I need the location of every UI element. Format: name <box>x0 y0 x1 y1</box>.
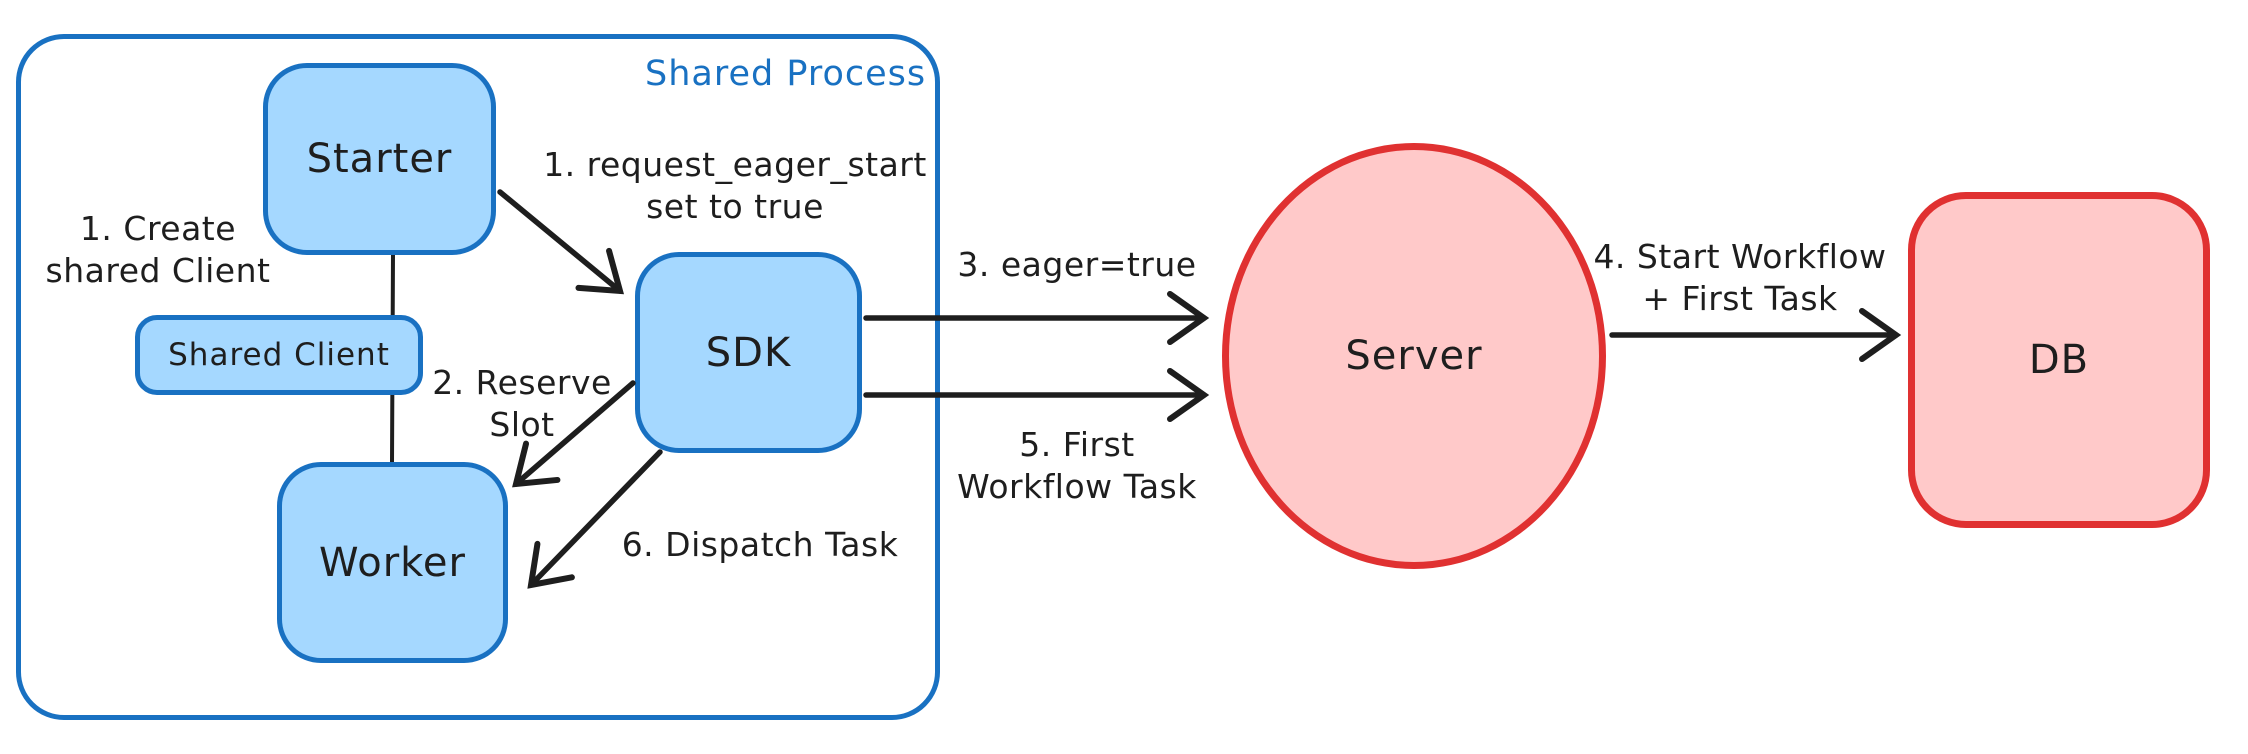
worker-node: Worker <box>277 462 508 663</box>
shared-client-node: Shared Client <box>135 315 423 395</box>
annotation-start-workflow-first-task: 4. Start Workflow + First Task <box>1593 237 1887 318</box>
sdk-node: SDK <box>635 252 862 453</box>
annotation-create-shared-client: 1. Create shared Client <box>45 209 271 290</box>
server-label: Server <box>1345 333 1483 379</box>
worker-label: Worker <box>319 539 466 586</box>
server-node: Server <box>1222 143 1606 569</box>
annotation-dispatch-task: 6. Dispatch Task <box>621 525 899 564</box>
shared-process-label: Shared Process <box>645 54 927 94</box>
sdk-label: SDK <box>705 329 792 376</box>
starter-node: Starter <box>263 63 496 255</box>
shared-process-container <box>16 34 940 720</box>
db-node: DB <box>1908 192 2210 528</box>
annotation-reserve-slot: 2. Reserve Slot <box>432 363 612 444</box>
annotation-request-eager-start: 1. request_eager_start set to true <box>543 145 927 226</box>
db-label: DB <box>2028 337 2090 383</box>
annotation-first-workflow-task: 5. First Workflow Task <box>957 425 1197 506</box>
annotation-eager-true: 3. eager=true <box>957 245 1197 284</box>
shared-client-label: Shared Client <box>168 336 390 373</box>
starter-label: Starter <box>306 136 453 182</box>
